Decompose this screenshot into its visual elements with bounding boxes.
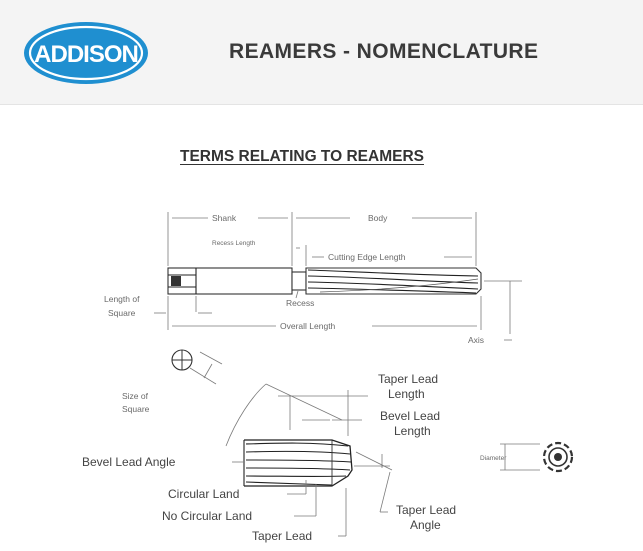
label-bevel-lead-angle: Bevel Lead Angle	[82, 455, 176, 469]
label-cutting-edge-length: Cutting Edge Length	[328, 252, 406, 262]
label-shank: Shank	[212, 213, 237, 223]
diameter-end-view	[500, 441, 574, 473]
label-taper-lead-length-1: Taper Lead	[378, 372, 438, 386]
dimension-lines	[154, 212, 522, 341]
section-title: TERMS RELATING TO REAMERS	[180, 148, 424, 165]
reamer-side-view	[167, 267, 482, 295]
label-bevel-lead-length-2: Length	[394, 424, 431, 438]
label-taper-lead: Taper Lead	[252, 529, 312, 543]
label-taper-lead-length-2: Length	[388, 387, 425, 401]
square-size-icon	[171, 349, 223, 385]
label-length-of-square-2: Square	[108, 308, 136, 318]
label-bevel-lead-length-1: Bevel Lead	[380, 409, 440, 423]
label-circular-land: Circular Land	[168, 487, 239, 501]
label-recess: Recess	[286, 298, 314, 308]
label-recess-length: Recess Length	[212, 240, 256, 247]
addison-logo: ADDISON	[24, 22, 148, 84]
label-taper-lead-angle-1: Taper Lead	[396, 503, 456, 517]
label-no-circular-land: No Circular Land	[162, 509, 252, 523]
page-title: REAMERS - NOMENCLATURE	[229, 40, 539, 63]
label-length-of-square-1: Length of	[104, 294, 140, 304]
label-size-of-square-2: Square	[122, 404, 150, 414]
label-axis: Axis	[468, 335, 484, 345]
label-overall-length: Overall Length	[280, 321, 336, 331]
label-body: Body	[368, 213, 388, 223]
label-size-of-square-1: Size of	[122, 391, 149, 401]
logo-text: ADDISON	[34, 41, 138, 68]
label-taper-lead-angle-2: Angle	[410, 518, 441, 532]
header-divider	[0, 104, 643, 105]
reamer-tip-detail	[225, 383, 393, 537]
label-diameter: Diameter	[480, 455, 507, 462]
